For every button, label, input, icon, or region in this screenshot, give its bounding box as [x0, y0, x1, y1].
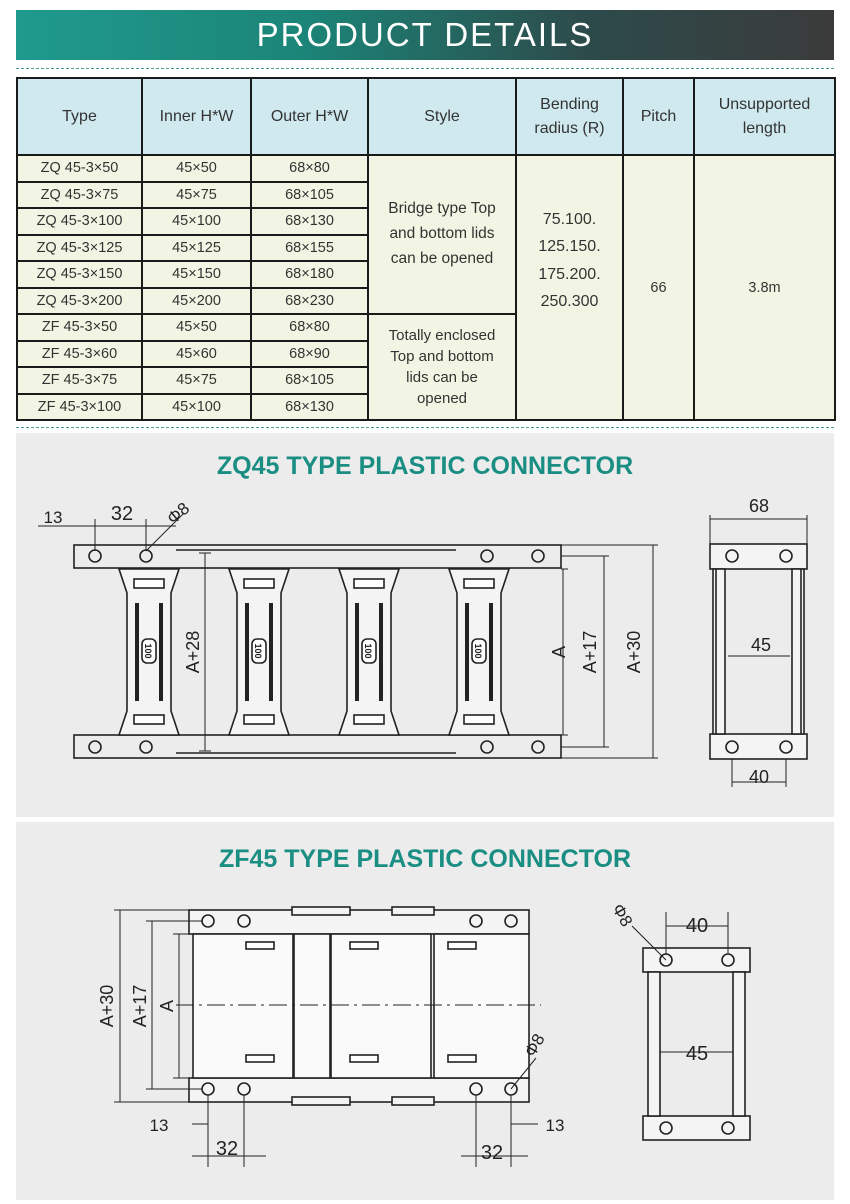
- cell-style-zf: Totally enclosed Top and bottom lids can…: [367, 313, 517, 421]
- table-row: ZF 45-3×60 45×60 68×90: [16, 339, 835, 368]
- zf45-title: ZF45 TYPE PLASTIC CONNECTOR: [218, 845, 632, 873]
- zf45-drawing: A+30 A+17 A Φ8 13 32 32 13 Φ8 40: [97, 901, 751, 1167]
- divider: [16, 427, 834, 428]
- zq45-panel: ZQ45 TYPE PLASTIC CONNECTOR: [16, 433, 834, 817]
- table-row: ZQ 45-3×150 45×150 68×180: [16, 260, 835, 289]
- table-header-row: Type Inner H*W Outer H*W Style Bending r…: [16, 77, 836, 156]
- cell-outer: 68×80: [250, 154, 369, 183]
- dim-phi8: Φ8: [608, 901, 636, 930]
- dim-a30: A+30: [624, 631, 644, 674]
- dim-a17: A+17: [580, 631, 600, 674]
- zq45-drawing: 100 100 100 100 13 32: [38, 496, 808, 787]
- chain-links: [117, 568, 511, 736]
- link-1: [117, 568, 181, 736]
- zq-side-dimension-lines: [709, 515, 808, 787]
- table-row: ZQ 45-3×100 45×100 68×130: [16, 207, 835, 236]
- table-row: ZF 45-3×50 45×50 68×80 Totally enclosed …: [16, 313, 835, 421]
- dim-13-left: 13: [150, 1116, 169, 1135]
- table-row: ZF 45-3×100 45×100 68×130: [16, 392, 835, 421]
- zf-dimension-lines: [114, 909, 541, 1167]
- zf-front-view: [188, 906, 530, 1106]
- dim-32-right: 32: [481, 1142, 503, 1164]
- table-row: ZQ 45-3×50 45×50 68×80 Bridge type Top a…: [16, 154, 836, 421]
- table-row: ZF 45-3×75 45×75 68×105: [16, 366, 835, 395]
- dim-a28: A+28: [183, 631, 203, 674]
- link-2: [227, 568, 291, 736]
- top-rail: [73, 544, 562, 569]
- header-inner: Inner H*W: [141, 77, 252, 156]
- zf-side-dimension-lines: [631, 912, 733, 1053]
- link-stamp: 100: [363, 643, 373, 658]
- dim-a17: A+17: [130, 985, 150, 1028]
- page-banner: PRODUCT DETAILS: [16, 10, 834, 60]
- dim-68: 68: [749, 496, 769, 516]
- link-stamp: 100: [473, 643, 483, 658]
- table-row: ZQ 45-3×200 45×200 68×230: [16, 286, 835, 315]
- dim-45: 45: [751, 635, 771, 655]
- dim-40: 40: [749, 767, 769, 787]
- dim-40: 40: [686, 915, 708, 937]
- dim-a: A: [157, 1000, 177, 1012]
- link-stamp: 100: [143, 643, 153, 658]
- header-style: Style: [367, 77, 517, 156]
- zq-dimension-lines: [38, 512, 658, 759]
- dim-32-left: 32: [216, 1138, 238, 1160]
- table-row: ZQ 45-3×125 45×125 68×155: [16, 233, 835, 262]
- header-outer: Outer H*W: [250, 77, 369, 156]
- dim-a30: A+30: [97, 985, 117, 1028]
- cell-inner: 45×50: [141, 154, 252, 183]
- header-bending: Bending radius (R): [515, 77, 624, 156]
- link-3: [337, 568, 401, 736]
- link-4: [447, 568, 511, 736]
- cell-pitch: 66: [622, 154, 695, 421]
- zq-side-view: [709, 543, 808, 760]
- dim-45: 45: [686, 1043, 708, 1065]
- banner-title: PRODUCT DETAILS: [256, 16, 594, 53]
- divider: [16, 68, 834, 69]
- header-type: Type: [16, 77, 143, 156]
- header-unsupported: Unsupported length: [693, 77, 836, 156]
- zf-side-view: [642, 947, 751, 1141]
- dim-32: 32: [111, 503, 133, 525]
- spec-table: Type Inner H*W Outer H*W Style Bending r…: [16, 77, 836, 421]
- dim-phi8: Φ8: [163, 499, 193, 528]
- cell-bending-radius: 75.100. 125.150. 175.200. 250.300: [515, 154, 624, 421]
- dim-a: A: [549, 646, 569, 658]
- header-pitch: Pitch: [622, 77, 695, 156]
- dim-13-right: 13: [546, 1116, 565, 1135]
- bottom-rail: [73, 734, 562, 759]
- cell-type: ZQ 45-3×50: [16, 154, 143, 183]
- dim-13: 13: [44, 508, 63, 527]
- cell-style-zq: Bridge type Top and bottom lids can be o…: [367, 154, 517, 315]
- zq45-title: ZQ45 TYPE PLASTIC CONNECTOR: [216, 452, 634, 480]
- zf45-panel: ZF45 TYPE PLASTIC CONNECTOR: [16, 822, 834, 1200]
- link-stamp: 100: [253, 643, 263, 658]
- cell-unsupported: 3.8m: [693, 154, 836, 421]
